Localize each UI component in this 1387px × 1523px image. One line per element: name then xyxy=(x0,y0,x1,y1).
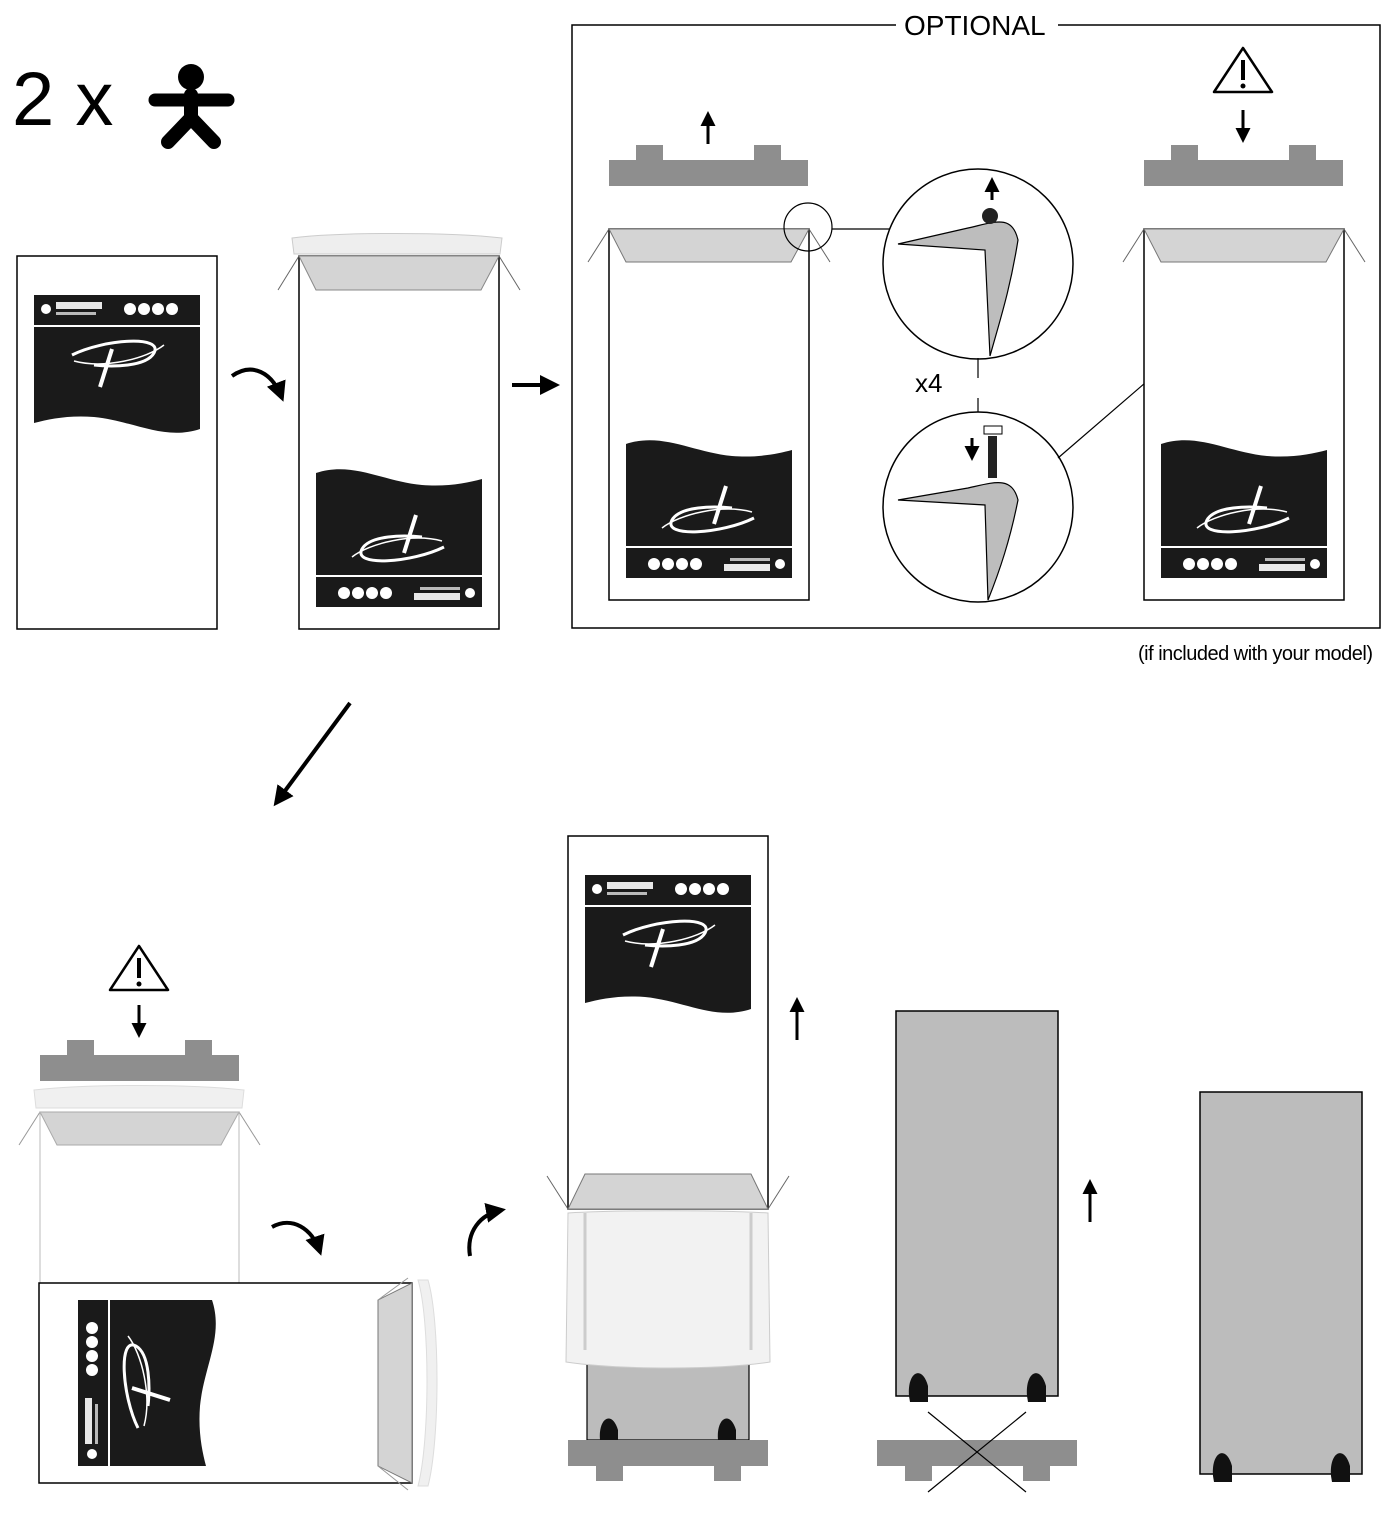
rotate-arrow-2 xyxy=(271,1220,325,1256)
zoom-corner-top xyxy=(882,168,1074,360)
optional-frame xyxy=(571,24,1381,629)
optional-title: OPTIONAL xyxy=(900,10,1050,42)
optional-note: (if included with your model) xyxy=(1138,643,1373,665)
person-icon xyxy=(148,64,235,149)
box-upright xyxy=(16,255,218,630)
machine-on-pallet xyxy=(565,1210,771,1481)
rotate-arrow-1 xyxy=(230,367,286,402)
multiplier-label: x4 xyxy=(915,368,943,398)
box-optional-right xyxy=(1122,228,1366,601)
box-tipped xyxy=(38,1277,438,1491)
box-inverted xyxy=(277,233,521,630)
cap-press-2 xyxy=(18,1005,261,1283)
machine-on-floor xyxy=(1199,1091,1363,1482)
warning-icon xyxy=(1212,46,1274,94)
cap-press xyxy=(1144,110,1343,186)
warning-icon-2 xyxy=(108,944,170,992)
person-count-label: 2 x xyxy=(12,57,114,142)
box-optional-left xyxy=(587,202,890,601)
pallet-removed xyxy=(877,1411,1077,1493)
rotate-arrow-3 xyxy=(467,1203,506,1257)
machine-lifted xyxy=(895,1010,1098,1402)
zoom-corner-bottom xyxy=(882,382,1146,603)
box-lifted xyxy=(546,835,805,1210)
cap-lift xyxy=(609,111,808,186)
arrow-diagonal xyxy=(273,701,352,807)
